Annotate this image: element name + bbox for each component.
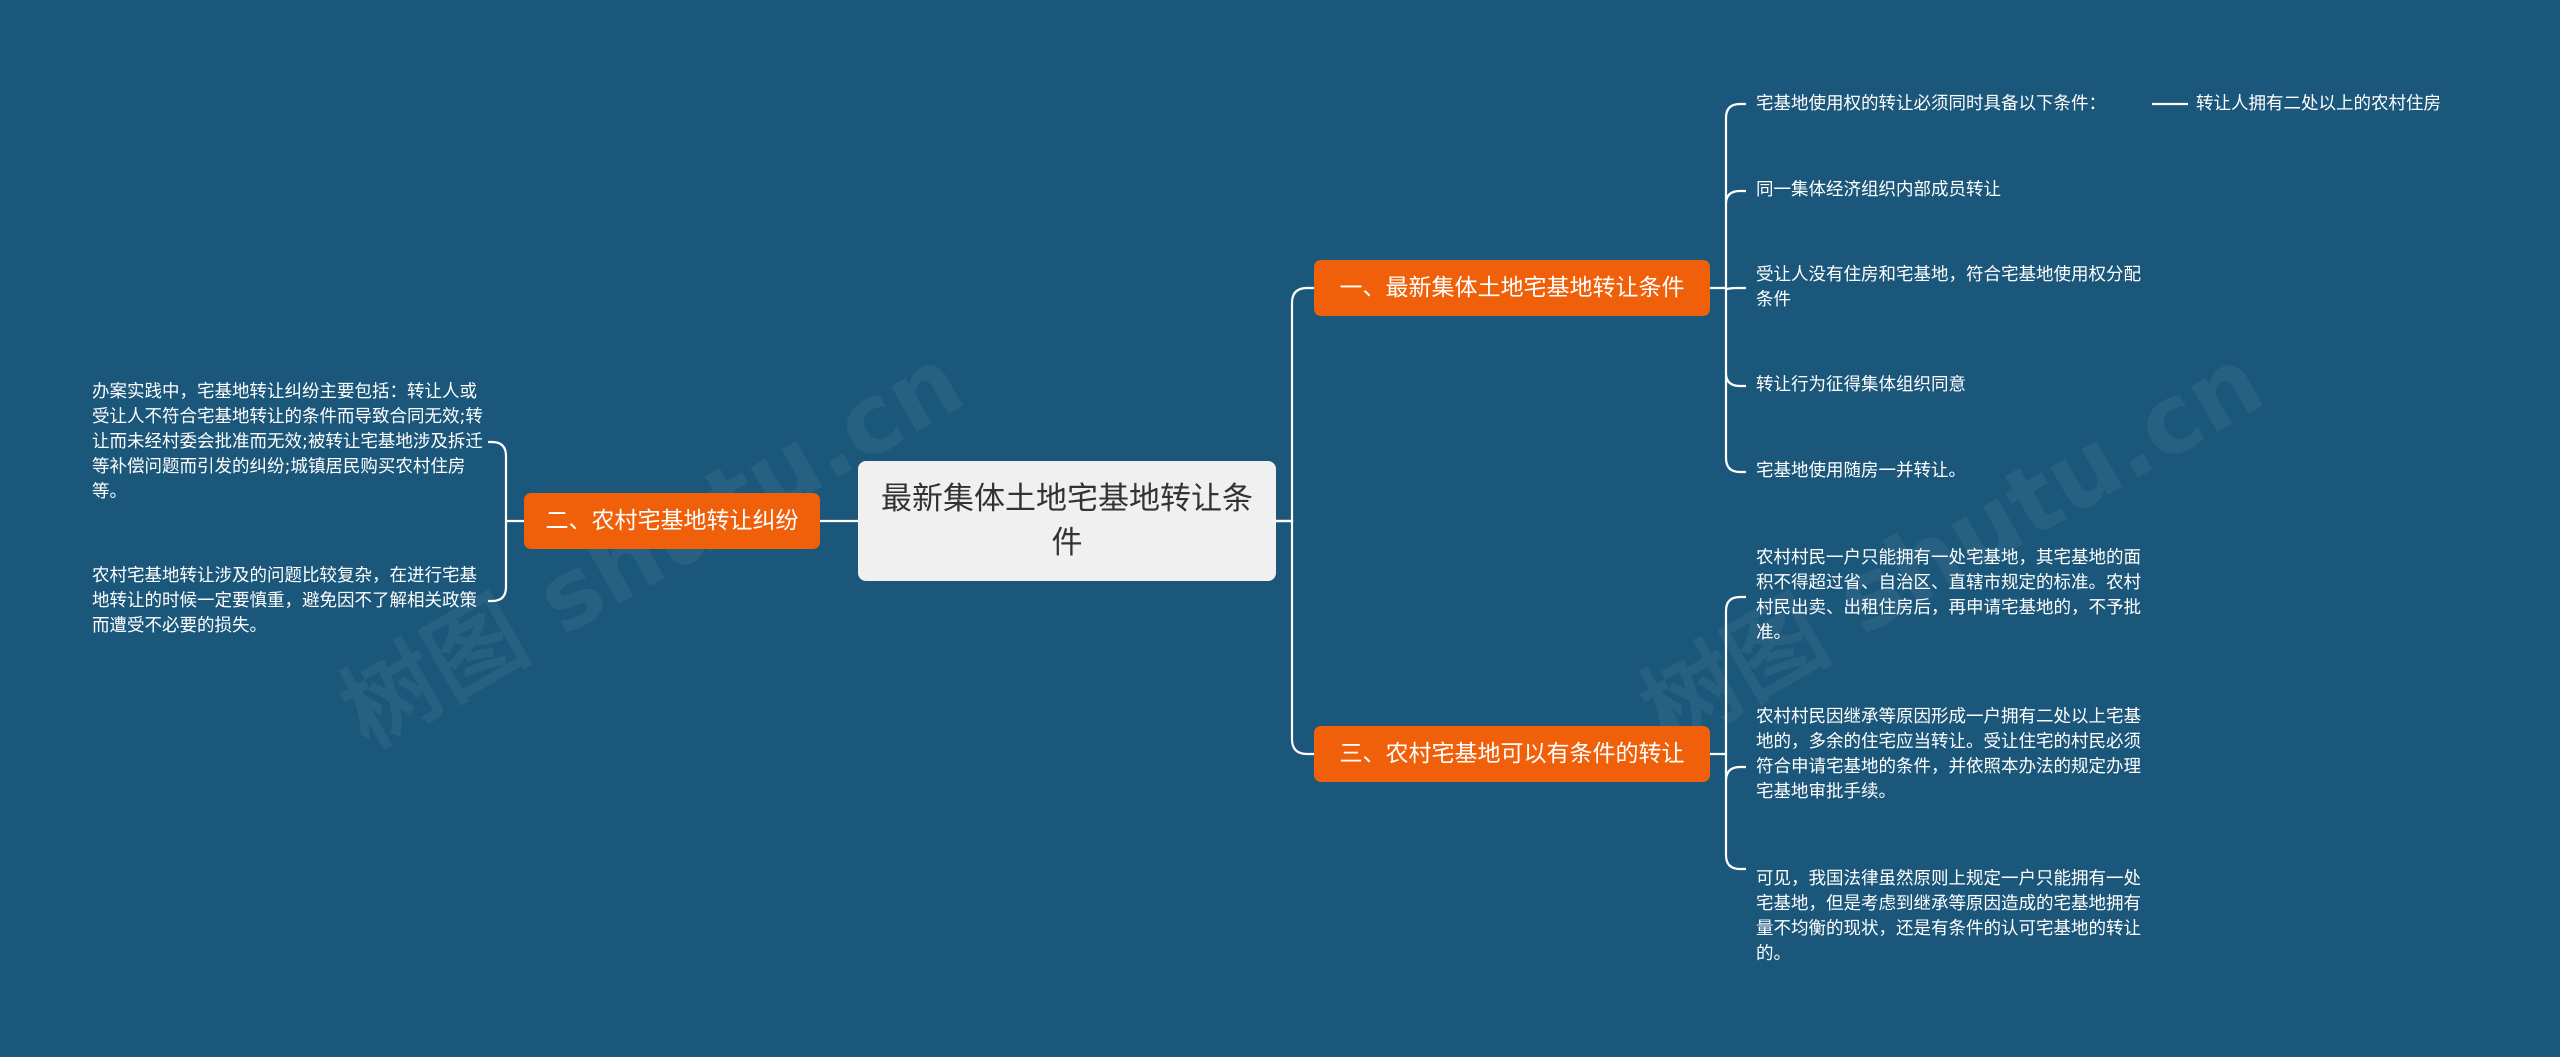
leaf-branch1-1[interactable]: 宅基地使用权的转让必须同时具备以下条件：	[1756, 94, 2106, 114]
leaf-branch2-2[interactable]: 农村宅基地转让涉及的问题比较复杂，在进行宅基地转让的时候一定要慎重，避免因不了解…	[92, 566, 477, 636]
leaf-branch1-4[interactable]: 转让行为征得集体组织同意	[1756, 375, 1966, 395]
link-branch3-leaves	[1710, 595, 1746, 871]
leaf-branch1-3[interactable]: 受让人没有住房和宅基地，符合宅基地使用权分配条件	[1756, 265, 2141, 310]
leaf-branch3-2[interactable]: 农村村民因继承等原因形成一户拥有二处以上宅基地的，多余的住宅应当转让。受让住宅的…	[1756, 707, 2141, 802]
root-topic[interactable]: 最新集体土地宅基地转让条件	[858, 461, 1276, 581]
branch-topic-3[interactable]: 三、农村宅基地可以有条件的转让	[1314, 726, 1710, 782]
link-branch2-leaves	[488, 440, 524, 603]
link-root-branch3	[1276, 519, 1314, 756]
link-branch1-leaves	[1710, 102, 1746, 474]
link-root-branch1	[1276, 286, 1314, 523]
root-topic-label: 最新集体土地宅基地转让条件	[881, 481, 1253, 561]
branch-topic-2[interactable]: 二、农村宅基地转让纠纷	[524, 493, 820, 549]
leaf-branch2-1[interactable]: 办案实践中，宅基地转让纠纷主要包括：转让人或受让人不符合宅基地转让的条件而导致合…	[92, 382, 483, 502]
leaf-branch3-3[interactable]: 可见，我国法律虽然原则上规定一户只能拥有一处宅基地，但是考虑到继承等原因造成的宅…	[1756, 869, 2141, 964]
leaf-branch1-5[interactable]: 宅基地使用随房一并转让。	[1756, 461, 1966, 481]
leaf-branch1-2[interactable]: 同一集体经济组织内部成员转让	[1756, 180, 2001, 200]
leaf-branch3-1[interactable]: 农村村民一户只能拥有一处宅基地，其宅基地的面积不得超过省、自治区、直辖市规定的标…	[1756, 548, 2141, 643]
subleaf-branch1-1[interactable]: 转让人拥有二处以上的农村住房	[2196, 94, 2441, 114]
branch-topic-1[interactable]: 一、最新集体土地宅基地转让条件	[1314, 260, 1710, 316]
